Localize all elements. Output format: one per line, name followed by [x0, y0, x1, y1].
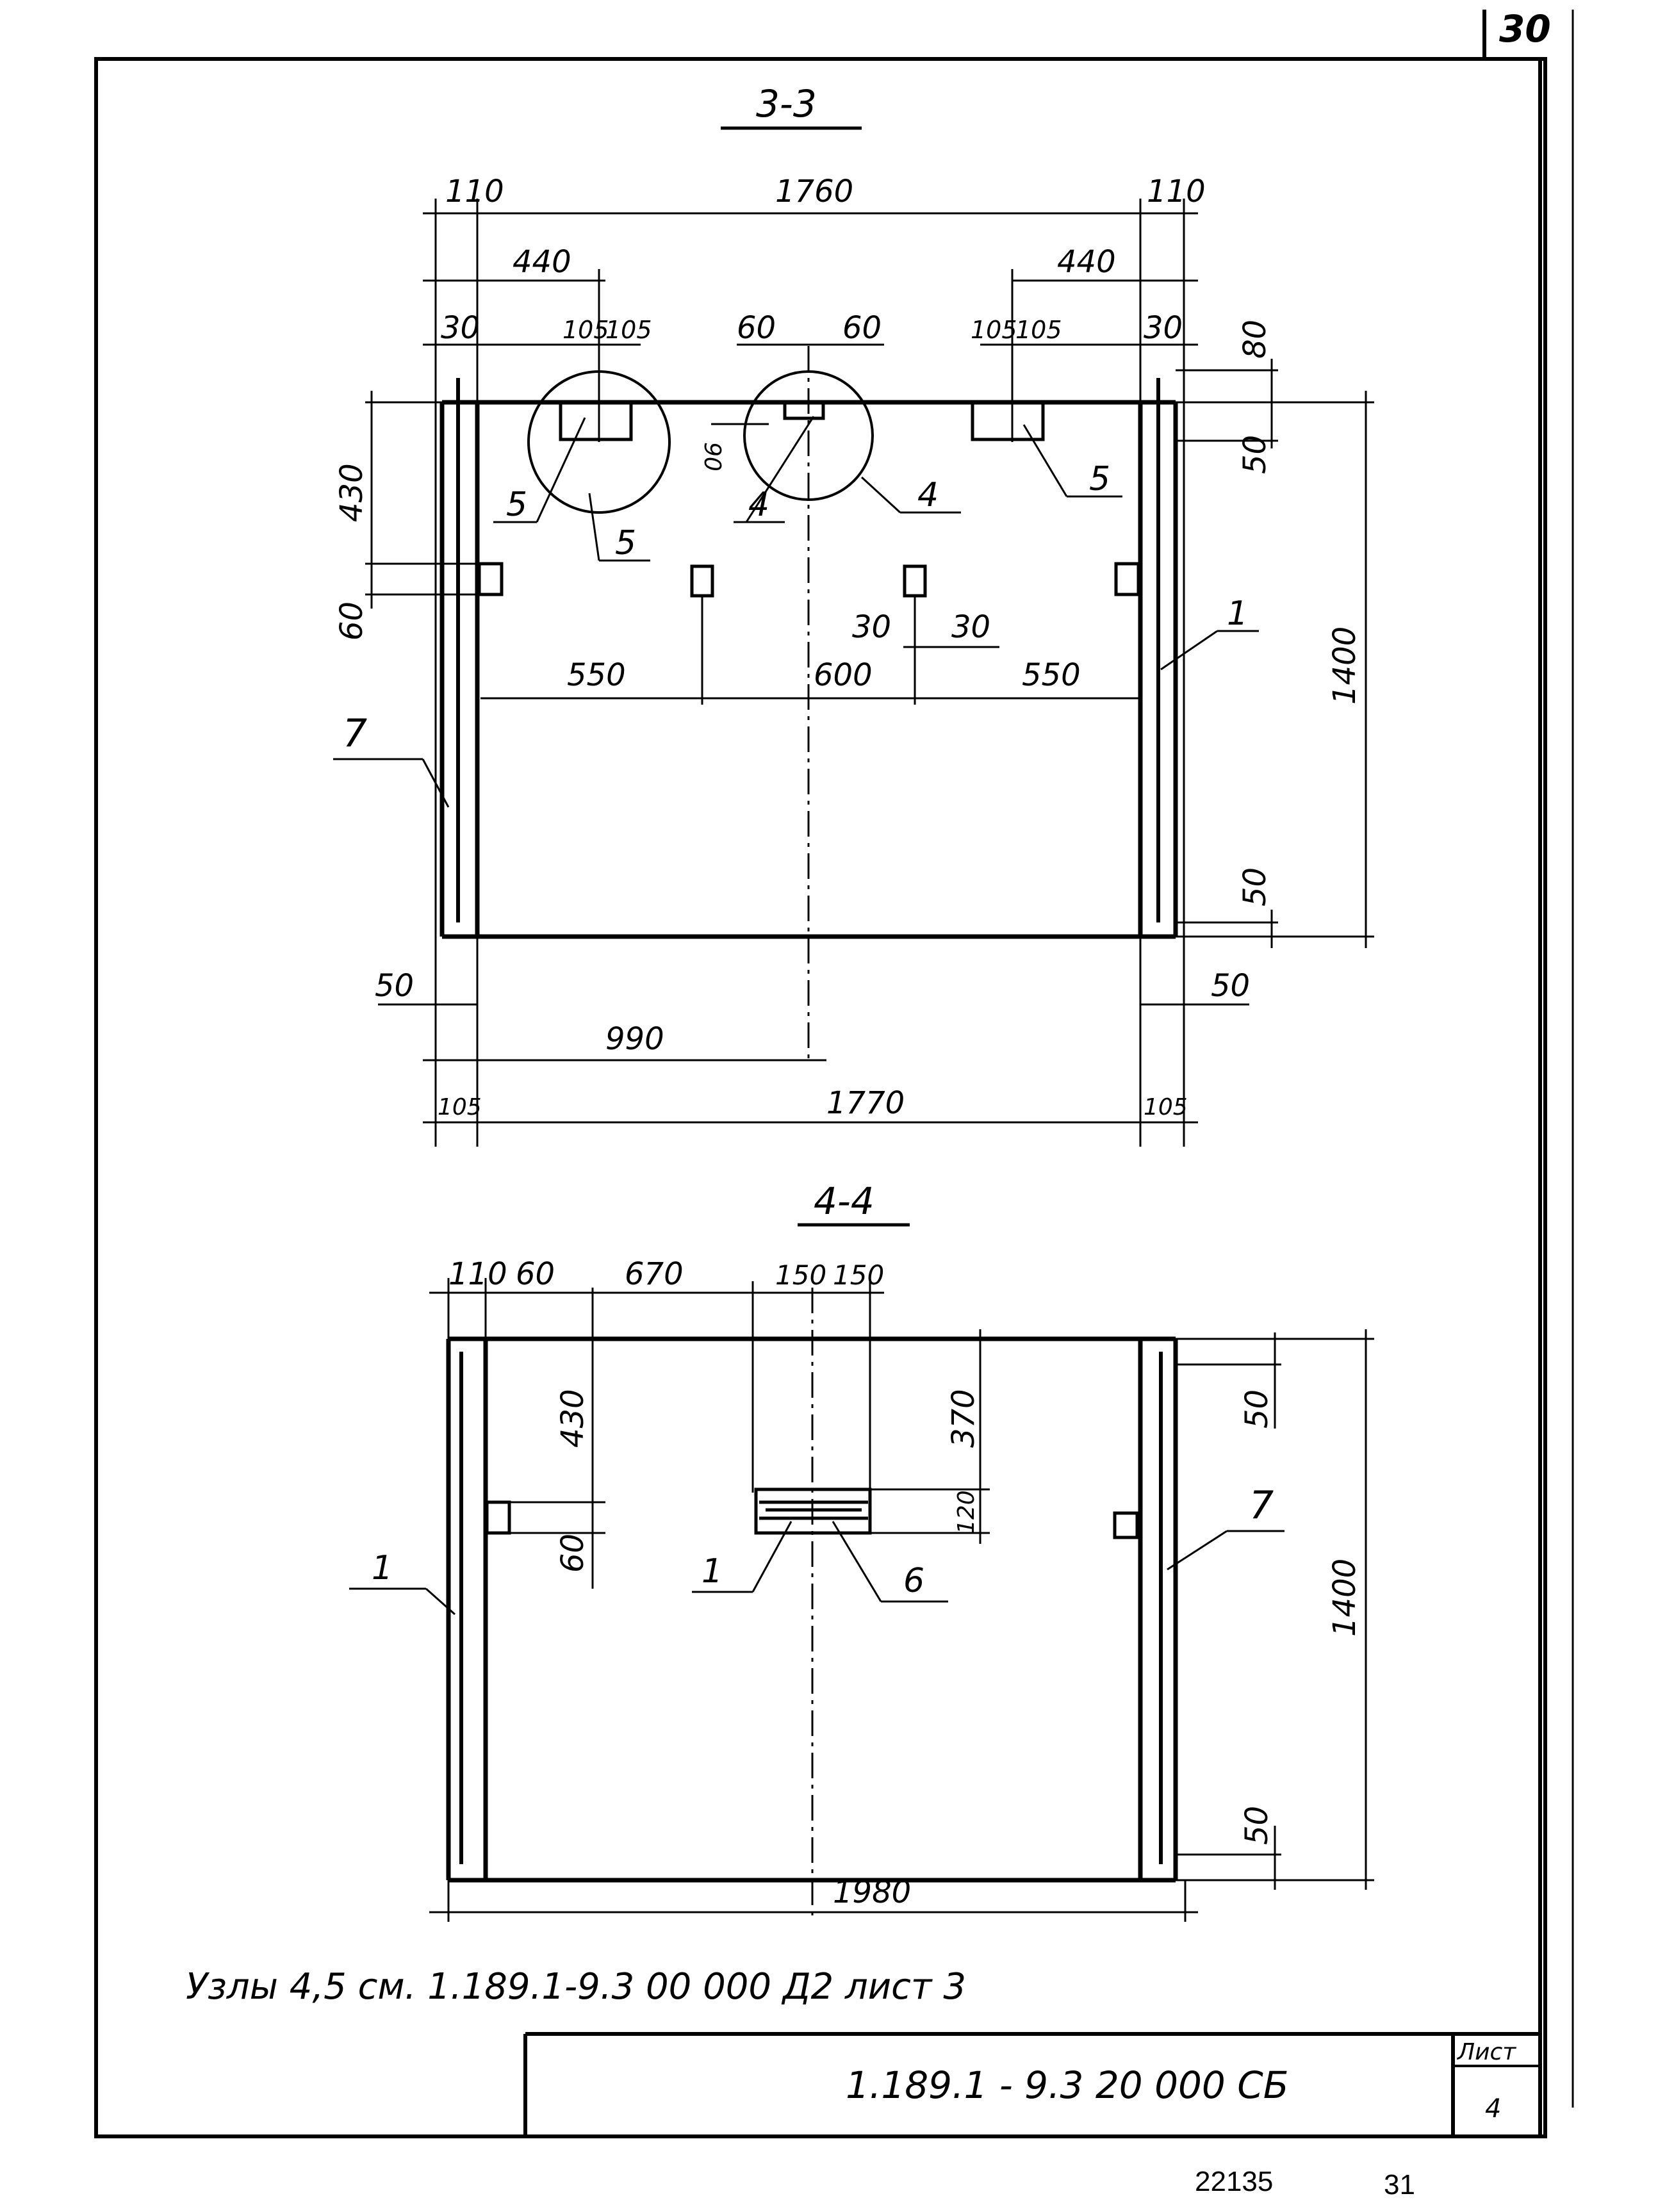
section-3-3-dimension-lines [365, 199, 1374, 1147]
dim-670: 670 [625, 1256, 684, 1292]
callout-1: 1 [1227, 594, 1248, 633]
dim-60-b: 60 [842, 310, 882, 346]
dim-105-a: 105 [562, 316, 609, 344]
dim-50-top: 50 [1239, 1389, 1275, 1429]
dim-105-b: 105 [605, 316, 652, 344]
dim-50-bottom-left: 50 [375, 968, 414, 1004]
section-3-3-leaders [333, 416, 1259, 808]
reference-note: Узлы 4,5 см. 1.189.1-9.3 00 000 Д2 лист … [186, 1966, 966, 2008]
dim-150-a: 150 [775, 1259, 826, 1291]
callout-5-a: 5 [506, 486, 527, 524]
dim-1980: 1980 [833, 1874, 911, 1910]
dim-150-b: 150 [833, 1259, 884, 1291]
dim-60-vertical: 60 [555, 1534, 591, 1573]
sheet-frame [94, 10, 1574, 2138]
dim-440-left: 440 [513, 244, 571, 280]
dim-1400: 1400 [1327, 1559, 1363, 1637]
section-3-3: 3-3 [333, 82, 1374, 1147]
dim-550-left: 550 [567, 657, 626, 693]
dim-990: 990 [605, 1021, 664, 1057]
callout-1-left: 1 [372, 1549, 393, 1587]
dim-60-a: 60 [737, 310, 776, 346]
dim-50-bottom-right-2: 50 [1211, 968, 1250, 1004]
section-4-4-dimension-labels: 110 60 670 150 150 430 60 370 120 50 140… [448, 1256, 1363, 1910]
section-4-4-dimension-lines [429, 1278, 1374, 1922]
section-4-4-leaders [349, 1521, 1285, 1616]
dim-80: 80 [1237, 320, 1273, 359]
dim-105-d: 105 [1015, 316, 1062, 344]
dim-430: 430 [334, 463, 370, 522]
sheet-label: Лист [1456, 2039, 1516, 2065]
dim-30-c: 30 [852, 609, 891, 645]
dim-440-right: 440 [1057, 244, 1116, 280]
section-3-3-callouts: 5 5 4 4 5 1 7 [343, 460, 1248, 756]
dim-105-bottom-right: 105 [1144, 1094, 1188, 1120]
section-3-3-plates [477, 400, 1140, 598]
document-code: 1.189.1 - 9.3 20 000 СБ [846, 2063, 1289, 2107]
dim-600: 600 [814, 657, 873, 693]
callout-1-middle: 1 [702, 1552, 723, 1591]
callout-4-a: 4 [748, 486, 769, 524]
dim-550-right: 550 [1022, 657, 1081, 693]
section-3-3-dimension-labels: 110 1760 110 440 440 30 105 105 60 60 10… [334, 174, 1363, 1121]
dim-110-left: 110 [445, 174, 504, 209]
dim-90: 90 [699, 442, 725, 471]
callout-6: 6 [903, 1562, 924, 1600]
dim-120: 120 [953, 1490, 980, 1534]
dim-430: 430 [555, 1389, 591, 1448]
dim-50-bottom-right: 50 [1237, 867, 1273, 906]
callout-7: 7 [343, 711, 367, 756]
dim-110: 110 [448, 1256, 507, 1292]
dim-105-c: 105 [971, 316, 1017, 344]
dim-60-side: 60 [334, 602, 370, 641]
callout-7: 7 [1249, 1483, 1274, 1528]
dim-105-bottom-left: 105 [438, 1094, 482, 1120]
sheet-number: 4 [1485, 2094, 1501, 2124]
dim-30-d: 30 [951, 609, 990, 645]
section-4-4-callouts: 1 1 6 7 [372, 1483, 1274, 1600]
section-4-4-title: 4-4 [814, 1179, 874, 1223]
footer-page-number: 31 [1384, 2169, 1415, 2200]
callout-4-b: 4 [917, 476, 939, 514]
callout-5-b: 5 [615, 524, 636, 562]
section-3-3-title: 3-3 [756, 82, 817, 126]
dim-30-left: 30 [441, 310, 480, 346]
dim-50-bottom: 50 [1239, 1806, 1275, 1845]
corner-page-number: 30 [1499, 7, 1551, 51]
section-4-4: 4-4 [349, 1179, 1374, 1922]
dim-370: 370 [946, 1389, 981, 1448]
dim-110-right: 110 [1147, 174, 1206, 209]
dim-1770: 1770 [826, 1085, 905, 1121]
dim-1400: 1400 [1327, 627, 1363, 705]
dim-50-top-right: 50 [1237, 435, 1273, 474]
dim-1760: 1760 [775, 174, 853, 209]
callout-5-c: 5 [1089, 460, 1110, 498]
dim-60: 60 [516, 1256, 555, 1292]
footer-archive-number: 22135 [1195, 2166, 1273, 2197]
title-block [523, 2032, 1540, 2136]
dim-30-right: 30 [1144, 310, 1183, 346]
